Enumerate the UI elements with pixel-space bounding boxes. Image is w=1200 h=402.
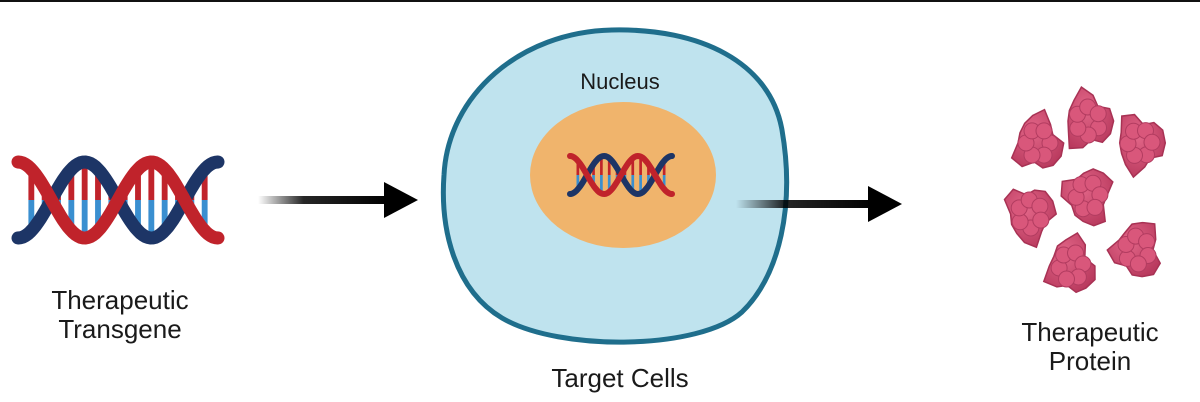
therapeutic-protein-label: Therapeutic Protein <box>1021 317 1159 376</box>
protein-molecule-icon <box>1060 168 1114 227</box>
protein-molecule-icon <box>1010 108 1065 169</box>
protein-molecule-icon <box>1118 113 1167 179</box>
protein-molecule-icon <box>1042 231 1096 294</box>
protein-molecule-icon <box>1003 188 1058 249</box>
dna-helix-icon <box>11 155 225 245</box>
nucleus-label: Nucleus <box>580 69 660 94</box>
arrow-right-icon <box>736 186 902 222</box>
arrow-right-icon <box>258 182 418 218</box>
therapeutic-transgene-label: Therapeutic Transgene <box>51 285 189 344</box>
protein-molecule-icon <box>1067 86 1115 150</box>
target-cells-label: Target Cells <box>551 363 689 393</box>
protein-cluster-icon <box>1003 86 1167 294</box>
dna-helix-icon <box>567 152 675 198</box>
protein-molecule-icon <box>1106 221 1162 278</box>
top-border <box>0 0 1200 2</box>
